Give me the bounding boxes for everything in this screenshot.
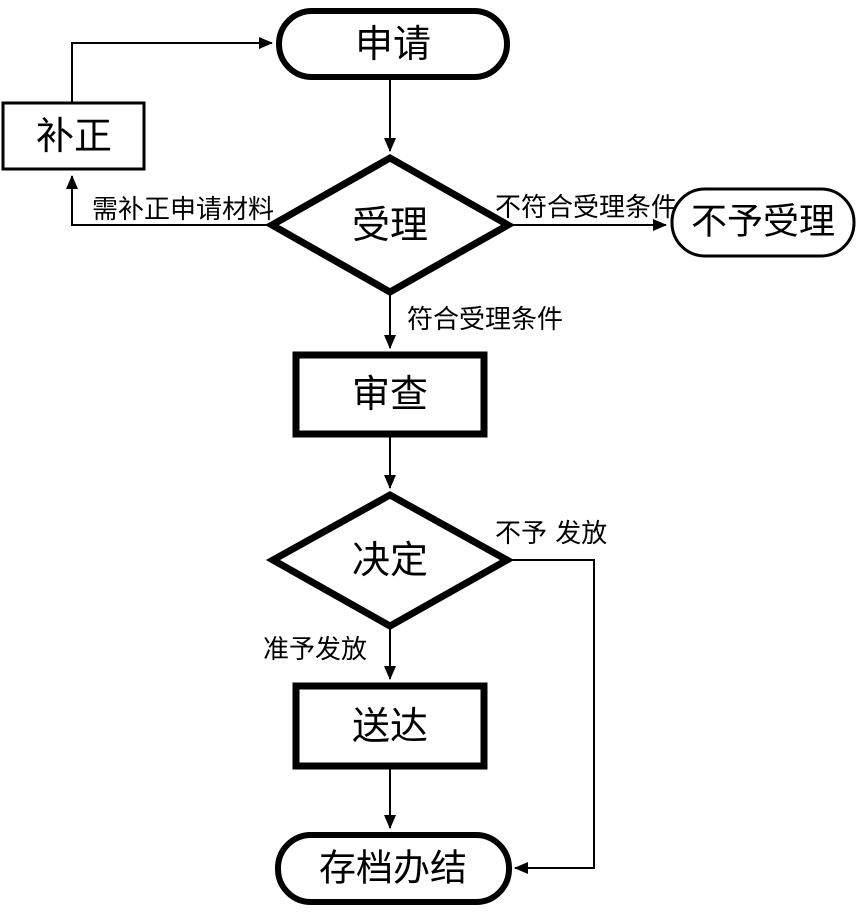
edge-label-grant-issue: 准予发放 [263,635,367,665]
node-accept: 受理 [264,153,516,297]
node-review-shape [292,351,488,438]
edge-label-need-supplement: 需补正申请材料 [92,195,274,225]
node-not-accept-shape [670,187,856,258]
node-accept-label: 受理 [352,203,428,247]
node-apply-label: 申请 [355,22,431,66]
node-archive-shape [275,832,512,905]
node-accept-shape [264,153,516,297]
edge-label-deny-issue: 不予 发放 [495,519,607,549]
edge-accept-to-supplement [66,175,272,226]
node-deliver-shape [292,682,488,770]
node-deliver-label: 送达 [352,704,428,748]
node-deliver: 送达 [292,682,488,770]
node-apply-shape [276,8,510,80]
edge-label-meet-conditions: 符合受理条件 [407,305,563,335]
node-archive: 存档办结 [275,832,512,905]
edge-supplement-to-apply [71,37,273,103]
node-supplement-shape [1,101,146,171]
node-review: 审查 [292,351,488,438]
node-decide: 决定 [265,490,515,631]
node-decide-label: 决定 [352,538,428,582]
node-apply: 申请 [276,8,510,80]
node-review-label: 审查 [352,372,428,416]
node-not-accept-label: 不予受理 [691,202,835,243]
node-not-accept: 不予受理 [670,187,856,258]
edge-label-not-meet-conditions: 不符合受理条件 [495,193,677,223]
node-supplement-label: 补正 [36,114,112,158]
node-archive-label: 存档办结 [319,847,467,890]
edge-decide-to-archive [507,559,595,874]
node-decide-shape [265,490,515,631]
node-supplement: 补正 [1,101,146,171]
